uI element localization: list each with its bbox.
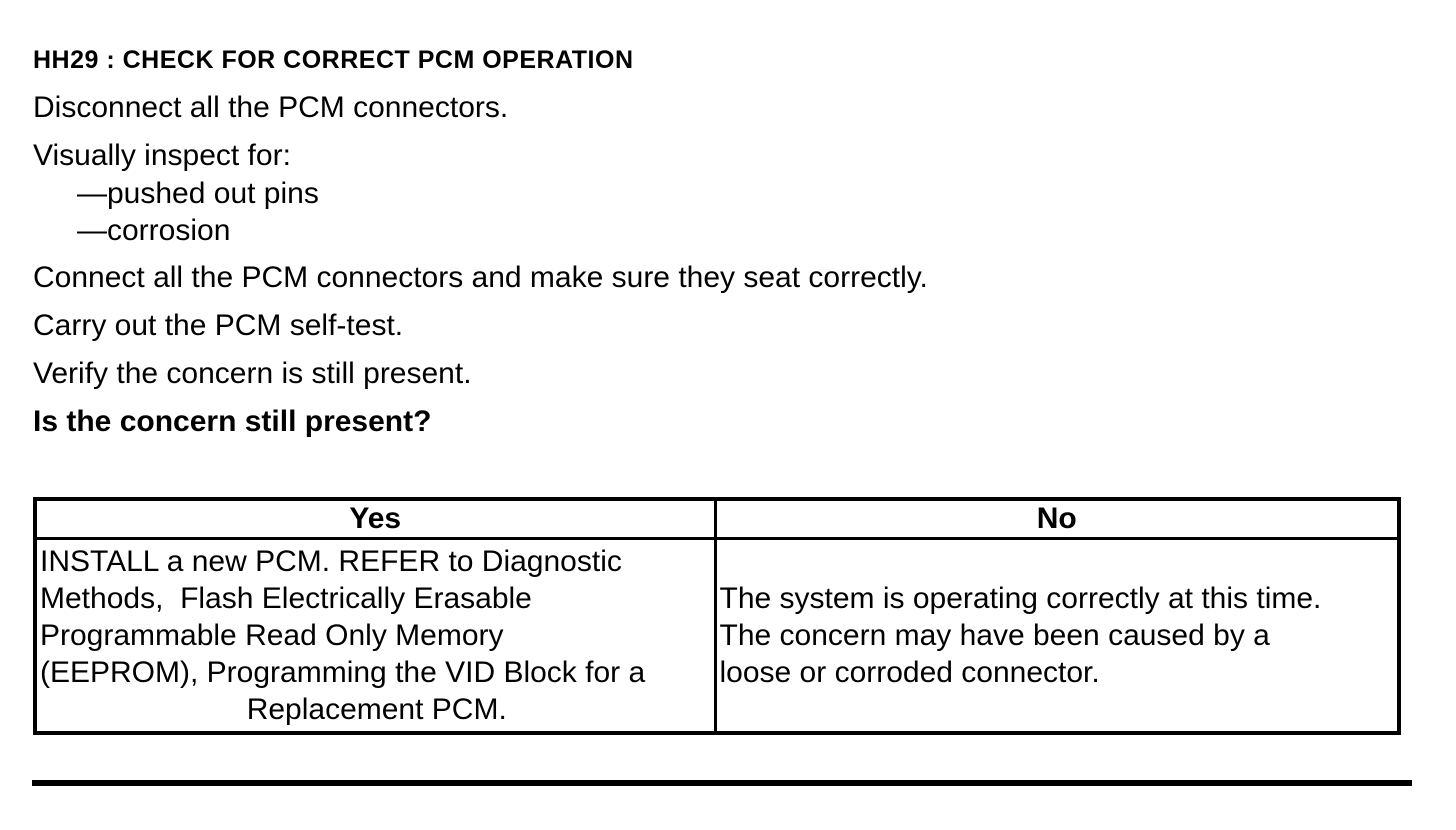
inspection-item-corrosion: —corrosion: [77, 214, 231, 247]
no-action-cell: The system is operating correctly at thi…: [713, 537, 1401, 735]
yes-action-line: (EEPROM), Programming the VID Block for …: [40, 656, 646, 689]
yes-action-line: Programmable Read Only Memory: [40, 619, 504, 652]
procedure-title: HH29 : CHECK FOR CORRECT PCM OPERATION: [33, 41, 1436, 79]
results-table-body-row: INSTALL a new PCM. REFER to Diagnostic M…: [33, 537, 1401, 735]
instruction-step-2: Visually inspect for:: [33, 139, 291, 172]
results-table: Yes No INSTALL a new PCM. REFER to Diagn…: [33, 497, 1401, 735]
no-column-header: No: [713, 497, 1401, 540]
instruction-step-3: Connect all the PCM connectors and make …: [33, 261, 928, 294]
procedure-title-text: HH29 : CHECK FOR CORRECT PCM OPERATION: [33, 46, 634, 74]
instruction-step-4: Carry out the PCM self-test.: [33, 309, 404, 342]
results-table-header-row: Yes No: [33, 497, 1401, 540]
yes-action-line: Methods, Flash Electrically Erasable: [40, 582, 532, 615]
inspection-item-pushed-pins: —pushed out pins: [77, 177, 319, 210]
horizontal-rule: [32, 780, 1412, 786]
no-action-line: The system is operating correctly at thi…: [719, 582, 1322, 615]
yes-column-header: Yes: [33, 497, 717, 540]
yes-action-line: INSTALL a new PCM. REFER to Diagnostic: [40, 545, 622, 578]
decision-question: Is the concern still present?: [33, 405, 432, 438]
instruction-step-1: Disconnect all the PCM connectors.: [33, 91, 509, 124]
yes-action-cell: INSTALL a new PCM. REFER to Diagnostic M…: [33, 537, 717, 735]
yes-action-last-line: Replacement PCM.: [246, 693, 507, 726]
no-action-line: The concern may have been caused by a: [719, 619, 1270, 652]
no-action-line: loose or corroded connector.: [719, 656, 1100, 689]
instruction-step-5: Verify the concern is still present.: [33, 357, 472, 390]
